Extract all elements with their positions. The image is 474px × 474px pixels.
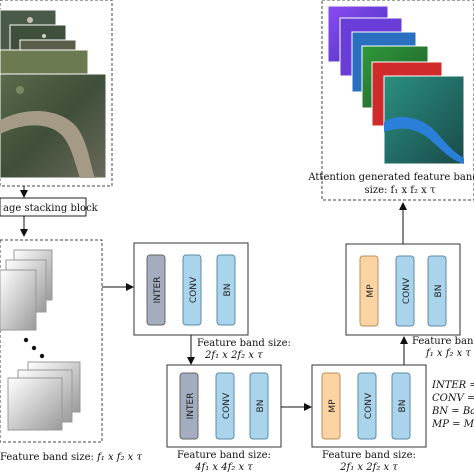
ellipsis-dot bbox=[31, 345, 37, 351]
stacking-block-box bbox=[0, 197, 87, 217]
block2-band-label-2: 4f₁ x 4f₂ x τ bbox=[194, 462, 253, 473]
legend-item-bn: BN = Bat bbox=[431, 406, 474, 417]
legend-item-mp: MP = Ma: bbox=[431, 419, 474, 430]
block3-band-label-1: Feature band size: bbox=[322, 450, 416, 461]
ellipsis-dot bbox=[23, 337, 29, 343]
block1-band-label-1: Feature band size: bbox=[197, 338, 291, 349]
block3-layer-bn bbox=[391, 372, 411, 440]
block2-band-label-1: Feature band size: bbox=[177, 450, 271, 461]
block2-layer-bn bbox=[249, 372, 269, 440]
block1-label-inter: INTER bbox=[153, 277, 163, 304]
block3-label-conv: CONV bbox=[364, 392, 374, 419]
block4-label-conv: CONV bbox=[402, 277, 412, 304]
block3-label-mp: MP bbox=[328, 399, 338, 413]
input-band-label-prefix: Feature band size: bbox=[0, 452, 97, 463]
ellipsis-dot bbox=[39, 353, 45, 359]
output-caption-1: Attention generated feature band of bbox=[307, 172, 474, 183]
block4-layer-conv bbox=[395, 255, 415, 327]
block2-layer-conv bbox=[215, 372, 235, 440]
feature-band-stack bbox=[0, 239, 103, 443]
block1-label-conv: CONV bbox=[189, 276, 199, 303]
svg-text:Feature band size: f₁ x f₂ x τ: Feature band size: f₁ x f₂ x τ bbox=[0, 452, 142, 463]
block2-label-bn: BN bbox=[256, 400, 266, 413]
block2: INTER CONV BN bbox=[166, 364, 282, 448]
block4-layer-mp bbox=[359, 255, 379, 327]
input-image-stack bbox=[0, 0, 113, 187]
output-caption-2: size: f₁ x f₂ x τ bbox=[364, 185, 435, 196]
block2-layer-inter bbox=[179, 372, 199, 440]
block4-band-label-2: f₁ x f₂ x τ bbox=[425, 348, 471, 359]
block1: INTER CONV BN bbox=[133, 242, 249, 336]
block4: MP CONV BN bbox=[345, 243, 461, 336]
block2-label-inter: INTER bbox=[186, 393, 196, 420]
block3-layer-mp bbox=[321, 372, 341, 440]
block4-label-mp: MP bbox=[366, 284, 376, 298]
legend-item-conv: CONV = ( bbox=[432, 393, 474, 404]
block1-layer-conv bbox=[182, 254, 202, 326]
input-band-label-math: f₁ x f₂ x τ bbox=[96, 452, 142, 463]
block3-band-label-2: 2f₁ x 2f₂ x τ bbox=[339, 462, 398, 473]
block3-label-bn: BN bbox=[398, 400, 408, 413]
block1-layer-bn bbox=[216, 254, 236, 326]
output-feature-stack bbox=[321, 0, 474, 201]
stacking-block-label: age stacking block bbox=[3, 203, 99, 214]
block4-label-bn: BN bbox=[434, 285, 444, 298]
legend: INTER = CONV = ( BN = Bat MP = Ma: bbox=[431, 380, 474, 430]
block3-layer-conv bbox=[357, 372, 377, 440]
block1-band-label-2: 2f₁ x 2f₂ x τ bbox=[204, 350, 263, 361]
block4-layer-bn bbox=[427, 255, 447, 327]
block3: MP CONV BN bbox=[311, 364, 427, 448]
attention-river bbox=[384, 116, 464, 164]
block1-layer-inter bbox=[146, 254, 166, 326]
block2-label-conv: CONV bbox=[222, 392, 232, 419]
river-shape bbox=[0, 110, 95, 178]
block4-band-label-1: Feature band size: bbox=[412, 336, 474, 347]
block1-label-bn: BN bbox=[223, 284, 233, 297]
legend-item-inter: INTER = bbox=[431, 380, 474, 391]
